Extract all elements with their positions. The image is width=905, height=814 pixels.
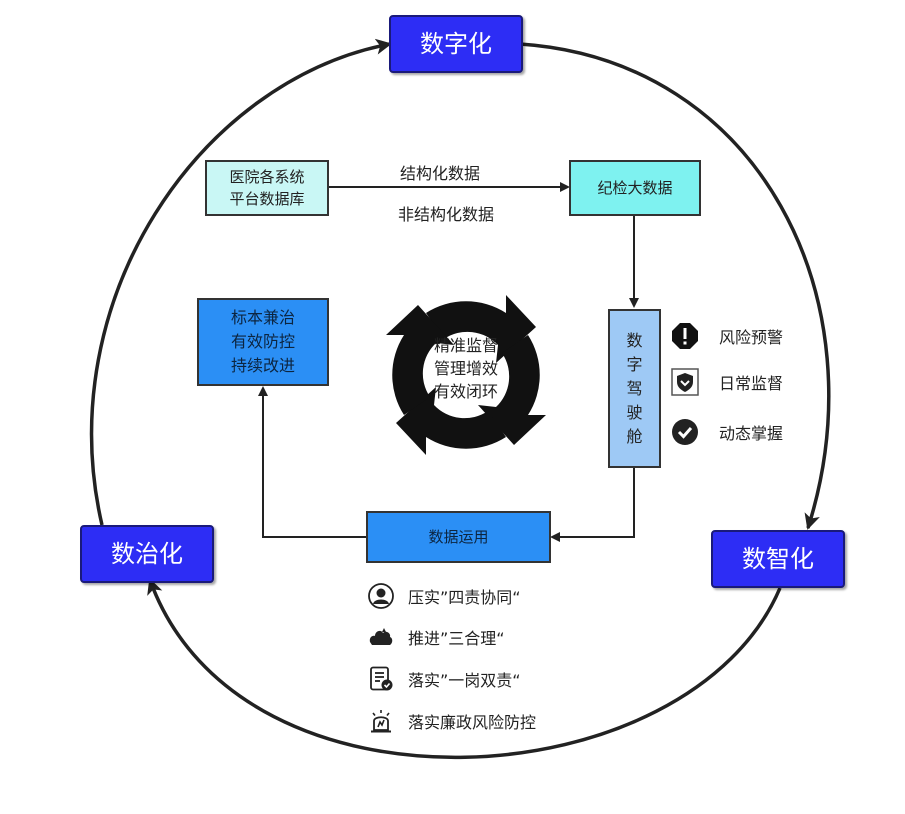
center-line-2: 管理增效 — [433, 359, 498, 378]
cycle-arc-left — [89, 38, 392, 526]
cycle-arc-bottom — [147, 578, 782, 760]
center-line-1: 精准监督 — [433, 336, 498, 355]
check-icon — [672, 419, 698, 445]
action-item: 落实廉政风险防控 — [368, 708, 536, 734]
action-label: 落实廉政风险防控 — [408, 713, 537, 732]
center-line-3: 有效闭环 — [433, 382, 498, 401]
corner-governance-digital: 数治化 — [80, 525, 214, 583]
cockpit-char: 字 — [626, 354, 643, 374]
action-label: 压实”四责协同“ — [408, 588, 521, 607]
cycle-center-text: 精准监督 管理增效 有效闭环 — [411, 334, 521, 403]
hospital-line-1: 医院各系统 — [229, 168, 305, 186]
cycle-arc-right — [519, 42, 831, 530]
shield-icon — [671, 368, 699, 396]
alarm-icon — [371, 710, 391, 733]
feature-label: 风险预警 — [719, 328, 784, 347]
hospital-systems-box: 医院各系统 平台数据库 — [205, 160, 329, 216]
corner-digitalization: 数字化 — [389, 15, 523, 73]
cockpit-char: 驶 — [626, 402, 643, 422]
cockpit-char: 数 — [626, 330, 643, 350]
hospital-line-2: 平台数据库 — [229, 190, 305, 208]
cloud-icon — [369, 628, 393, 645]
action-item: 推进”三合理“ — [368, 624, 505, 650]
feature-dynamic-grasp: 动态掌握 — [671, 418, 783, 446]
corner-intelligence: 数智化 — [711, 530, 845, 588]
feature-daily-supervision: 日常监督 — [671, 368, 783, 396]
warning-icon — [672, 323, 698, 349]
arrow-cockpit-to-datause — [550, 468, 635, 542]
feature-risk-warning: 风险预警 — [671, 322, 783, 350]
feature-label: 动态掌握 — [719, 424, 784, 443]
document-check-icon — [370, 666, 393, 691]
cockpit-char: 舱 — [626, 426, 643, 446]
digital-cockpit-box: 数 字 驾 驶 舱 — [608, 309, 661, 468]
refresh-cycle-icon — [386, 295, 546, 455]
person-icon — [368, 583, 394, 609]
action-item: 落实”一岗双责“ — [368, 666, 521, 692]
action-label: 推进”三合理“ — [408, 629, 505, 648]
action-item: 压实”四责协同“ — [368, 583, 521, 609]
governance-line-3: 持续改进 — [230, 356, 295, 375]
feature-label: 日常监督 — [719, 374, 784, 393]
governance-line-1: 标本兼治 — [230, 308, 295, 327]
big-data-box: 纪检大数据 — [569, 160, 701, 216]
data-use-box: 数据运用 — [366, 511, 551, 563]
governance-line-2: 有效防控 — [230, 332, 295, 351]
governance-box: 标本兼治 有效防控 持续改进 — [197, 298, 329, 386]
action-label: 落实”一岗双责“ — [408, 671, 521, 690]
arrow-datause-to-governance — [258, 386, 366, 538]
cockpit-char: 驾 — [626, 378, 643, 398]
structured-data-label: 结构化数据 — [400, 164, 481, 183]
unstructured-data-label: 非结构化数据 — [398, 205, 495, 224]
